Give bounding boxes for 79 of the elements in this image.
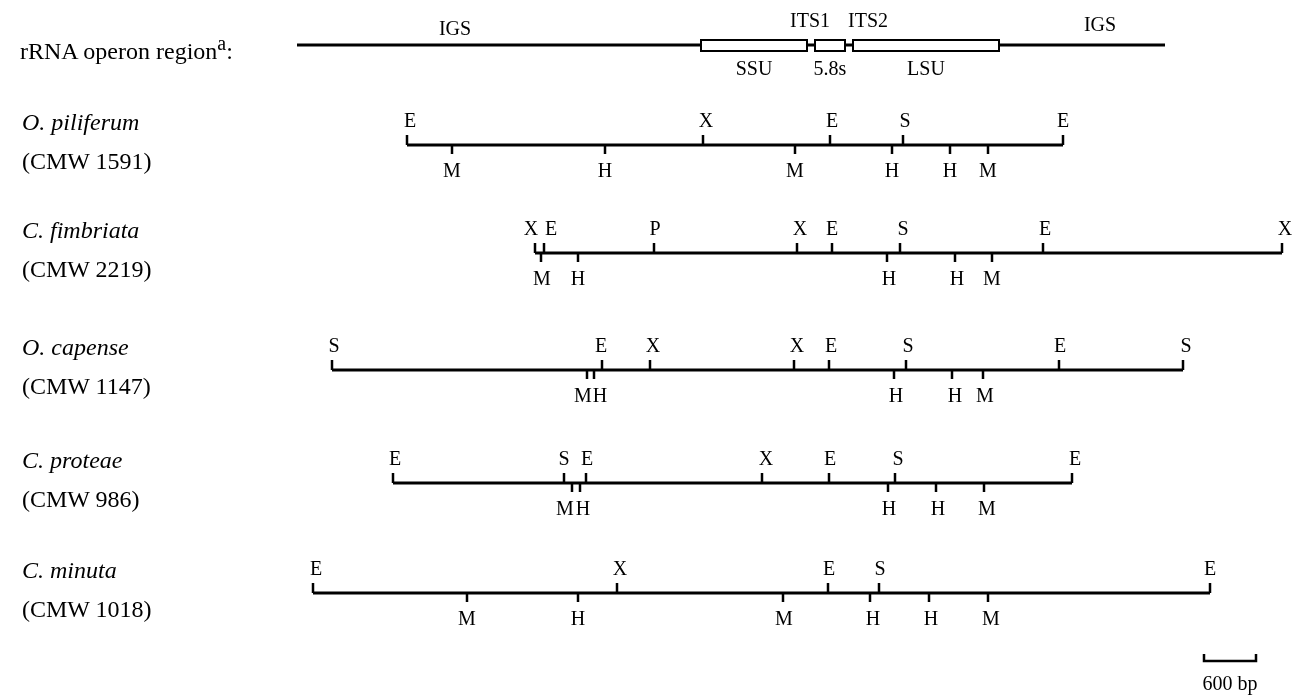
strain-label: (CMW 1018) [22, 597, 152, 621]
gene-label: SSU [735, 58, 773, 78]
site-label: S [1180, 335, 1192, 355]
site-label: E [824, 335, 838, 355]
site-label: H [930, 498, 946, 518]
species-name: C. fimbriata [22, 218, 140, 242]
site-label: X [1277, 218, 1293, 238]
site-label: M [775, 608, 793, 628]
region-label: IGS [438, 18, 472, 38]
site-label: E [1203, 558, 1217, 578]
site-label: H [947, 385, 963, 405]
site-label: H [575, 498, 591, 518]
site-label: S [874, 558, 886, 578]
site-label: H [597, 160, 613, 180]
site-label: P [649, 218, 661, 238]
site-label: E [403, 110, 417, 130]
site-label: H [884, 160, 900, 180]
site-label: M [983, 268, 1001, 288]
strain-label: (CMW 986) [22, 487, 140, 511]
site-label: H [881, 268, 897, 288]
site-label: H [570, 608, 586, 628]
heading-label: rRNA operon region$^{a}$: [20, 33, 233, 63]
site-label: E [1053, 335, 1067, 355]
species-name: O. piliferum [22, 110, 140, 134]
site-label: E [825, 218, 839, 238]
site-label: M [786, 160, 804, 180]
strain-label: (CMW 2219) [22, 257, 152, 281]
site-label: X [698, 110, 714, 130]
site-label: H [923, 608, 939, 628]
species-name: O. capense [22, 335, 129, 359]
site-label: X [612, 558, 628, 578]
site-label: E [823, 448, 837, 468]
site-label: S [892, 448, 904, 468]
strain-label: (CMW 1591) [22, 149, 152, 173]
species-name: C. minuta [22, 558, 117, 582]
site-label: H [570, 268, 586, 288]
site-label: M [533, 268, 551, 288]
site-label: E [594, 335, 608, 355]
site-label: S [558, 448, 570, 468]
site-label: H [888, 385, 904, 405]
site-label: M [976, 385, 994, 405]
site-label: H [949, 268, 965, 288]
site-label: S [897, 218, 909, 238]
region-label: ITS1 [790, 10, 830, 30]
site-label: X [792, 218, 808, 238]
site-label: X [758, 448, 774, 468]
site-label: H [592, 385, 608, 405]
site-label: H [881, 498, 897, 518]
strain-label: (CMW 1147) [22, 374, 151, 398]
site-label: X [789, 335, 805, 355]
scale-label: 600 bp [1202, 673, 1258, 693]
site-label: M [982, 608, 1000, 628]
site-label: X [645, 335, 661, 355]
site-label: E [822, 558, 836, 578]
species-name: C. proteae [22, 448, 123, 472]
gene-label: 5.8s [813, 58, 847, 78]
region-label: IGS [1083, 14, 1117, 34]
site-label: E [544, 218, 558, 238]
site-label: M [978, 498, 996, 518]
site-label: M [574, 385, 592, 405]
gene-label: LSU [907, 58, 945, 78]
site-label: E [309, 558, 323, 578]
site-label: E [580, 448, 594, 468]
site-label: M [458, 608, 476, 628]
site-label: E [388, 448, 402, 468]
region-label: ITS2 [848, 10, 888, 30]
site-label: H [865, 608, 881, 628]
site-label: X [523, 218, 539, 238]
site-label: S [328, 335, 340, 355]
site-label: M [979, 160, 997, 180]
site-label: S [899, 110, 911, 130]
site-label: H [942, 160, 958, 180]
site-label: E [1056, 110, 1070, 130]
site-label: M [443, 160, 461, 180]
site-label: E [1068, 448, 1082, 468]
site-label: S [902, 335, 914, 355]
site-label: E [1038, 218, 1052, 238]
site-label: E [825, 110, 839, 130]
site-label: M [556, 498, 574, 518]
